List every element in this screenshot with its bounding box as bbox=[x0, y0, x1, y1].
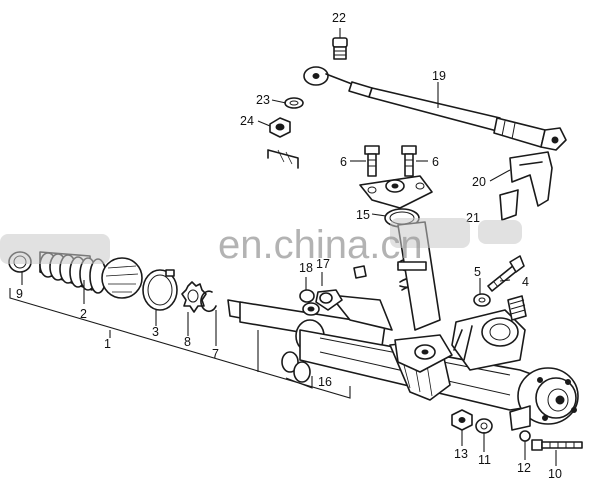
callout-22: 22 bbox=[332, 11, 346, 25]
callout-9: 9 bbox=[16, 287, 23, 301]
callout-19: 19 bbox=[432, 69, 446, 83]
bolt-22 bbox=[332, 37, 348, 60]
bolt-4 bbox=[487, 255, 525, 292]
callout-2: 2 bbox=[80, 307, 87, 321]
nut-13 bbox=[451, 409, 473, 431]
callout-11: 11 bbox=[478, 453, 491, 467]
leader-lines bbox=[9, 28, 557, 466]
bracket-fragment bbox=[267, 149, 299, 169]
mounting-bolts-6 bbox=[364, 145, 417, 177]
washer-23 bbox=[284, 97, 304, 109]
steering-rack-housing bbox=[227, 221, 549, 411]
toothed-washer-8 bbox=[181, 281, 207, 313]
callout-15: 15 bbox=[356, 208, 370, 222]
callout-1: 1 bbox=[104, 337, 111, 351]
callout-17: 17 bbox=[316, 257, 330, 271]
bracket-20 bbox=[499, 151, 553, 221]
callout-4: 4 bbox=[522, 275, 529, 289]
tie-rod-end-left bbox=[303, 66, 353, 86]
callout-23: 23 bbox=[256, 93, 270, 107]
mounting-plate bbox=[359, 175, 433, 209]
washer-5 bbox=[473, 293, 491, 307]
callout-10: 10 bbox=[548, 467, 562, 481]
tie-rod-19 bbox=[348, 81, 567, 151]
washer-11 bbox=[475, 418, 493, 434]
callout-5: 5 bbox=[474, 265, 481, 279]
callout-6-right: 6 bbox=[432, 155, 439, 169]
callout-13: 13 bbox=[454, 447, 468, 461]
snap-ring-7 bbox=[200, 290, 217, 313]
callout-7: 7 bbox=[212, 347, 219, 361]
callout-3: 3 bbox=[152, 325, 159, 339]
callout-16: 16 bbox=[318, 375, 332, 389]
callouts: 22 19 23 24 6 6 20 15 21 17 18 5 4 9 2 3… bbox=[16, 11, 562, 481]
callout-21: 21 bbox=[466, 211, 480, 225]
valve-body bbox=[451, 295, 527, 371]
callout-8: 8 bbox=[184, 335, 191, 349]
callout-12: 12 bbox=[517, 461, 531, 475]
seal-ring-lower bbox=[397, 261, 427, 271]
washer-12 bbox=[519, 430, 531, 442]
end-cap-right bbox=[509, 367, 579, 431]
bolt-10 bbox=[531, 439, 583, 451]
callout-6-left: 6 bbox=[340, 155, 347, 169]
tie-rod-assembly bbox=[267, 37, 567, 169]
callout-18: 18 bbox=[299, 261, 313, 275]
o-ring-16b bbox=[293, 361, 311, 383]
fitting-17 bbox=[315, 265, 367, 311]
watermark: en.china.cn bbox=[0, 218, 522, 267]
watermark-text: en.china.cn bbox=[218, 223, 423, 267]
clamp-3 bbox=[142, 269, 178, 311]
callout-20: 20 bbox=[472, 175, 486, 189]
o-ring-16a bbox=[281, 351, 299, 373]
nut-24 bbox=[269, 117, 291, 138]
callout-24: 24 bbox=[240, 114, 254, 128]
nut-18 bbox=[299, 289, 320, 316]
